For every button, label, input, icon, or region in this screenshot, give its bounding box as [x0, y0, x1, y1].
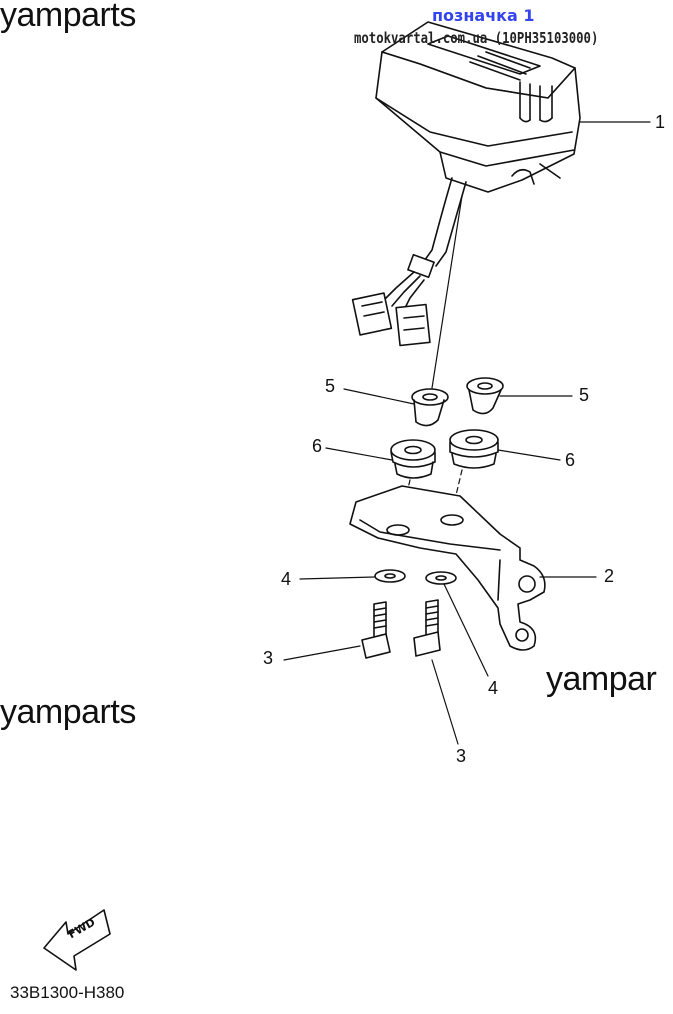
callout-4-left: 4 — [281, 569, 292, 589]
meter-assembly-part-1 — [351, 21, 581, 389]
leader-lines — [283, 121, 651, 745]
washer-part-4 — [374, 569, 457, 585]
callout-6-right: 6 — [565, 450, 576, 470]
bolt-part-3 — [361, 599, 441, 659]
bracket-part-2 — [349, 485, 546, 651]
watermark-right: yampar — [546, 660, 657, 698]
highlight-label: позначка 1 — [432, 6, 535, 25]
diagram-code: 33B1300-H380 — [10, 983, 125, 1002]
callout-3-left: 3 — [263, 648, 274, 668]
callout-5-left: 5 — [325, 376, 336, 396]
callout-1: 1 — [655, 112, 666, 132]
grommet-part-6 — [390, 429, 499, 479]
callout-6-left: 6 — [312, 436, 323, 456]
site-label: motokvartal.com.ua (10PH35103000) — [354, 29, 599, 47]
callout-3-bottom: 3 — [456, 746, 467, 766]
watermark-middle-left: yamparts — [0, 693, 136, 731]
callout-2: 2 — [604, 566, 615, 586]
collar-part-5 — [411, 377, 504, 427]
watermark-top-left: yamparts — [0, 0, 136, 34]
callout-5-right: 5 — [579, 385, 590, 405]
callout-4-right: 4 — [488, 678, 499, 698]
fwd-arrow-icon — [43, 909, 111, 971]
